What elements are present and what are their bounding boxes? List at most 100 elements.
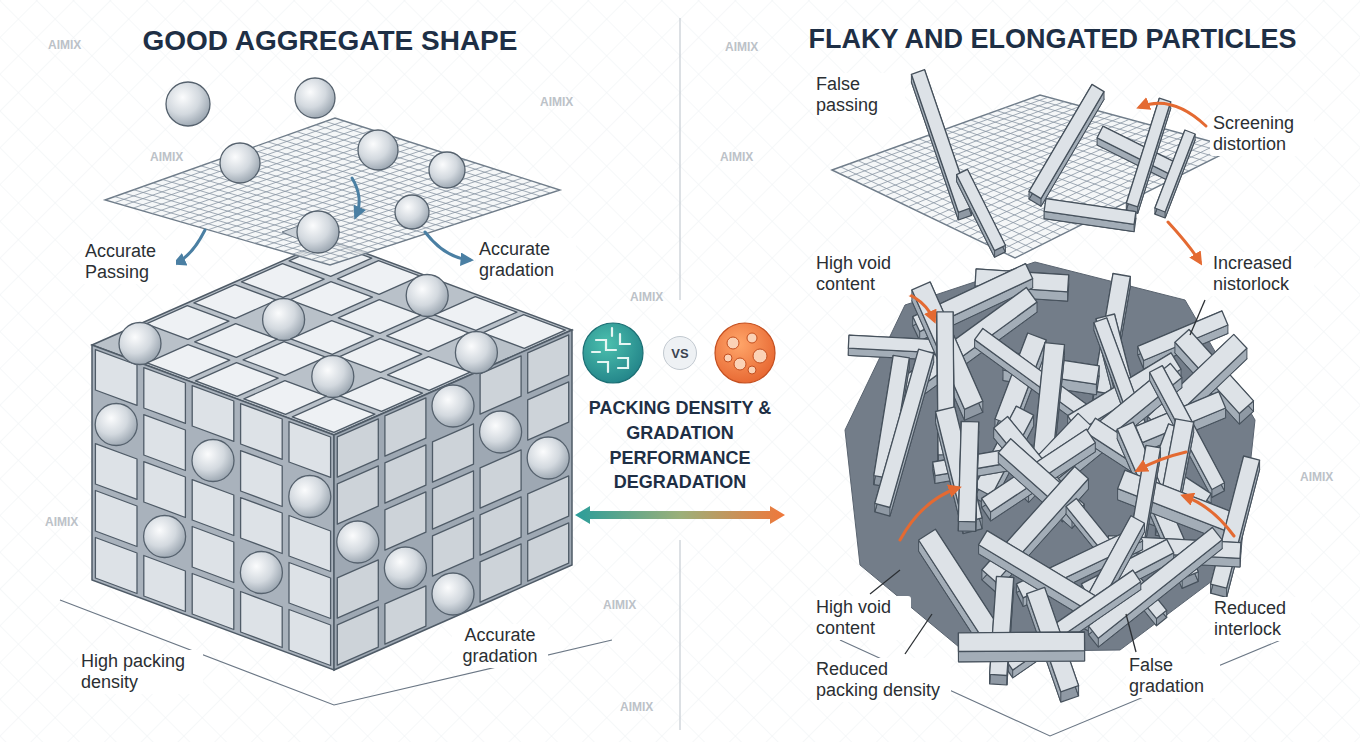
cubic-particle — [480, 544, 521, 602]
watermark: AIMIX — [630, 290, 663, 304]
cubic-particle — [528, 523, 569, 581]
rod-top — [957, 169, 1006, 250]
cubic-particle — [289, 422, 331, 478]
rod-top — [1088, 527, 1222, 638]
screen-wire — [977, 137, 1195, 240]
maze-line — [598, 362, 608, 372]
round-particle — [384, 547, 426, 589]
round-particle — [406, 275, 448, 317]
panel-title: GOOD AGGREGATE SHAPE — [60, 24, 600, 57]
void-dot — [753, 349, 767, 363]
rod-top — [1211, 456, 1260, 588]
void-dot — [734, 358, 746, 370]
divider-line — [679, 540, 680, 730]
rod-top — [1044, 199, 1136, 225]
cubic-particle — [241, 592, 283, 648]
cubic-particle — [95, 444, 137, 500]
round-particle — [455, 332, 497, 374]
cubic-particle — [144, 556, 186, 612]
cubic-particle — [144, 368, 186, 424]
cubic-particle — [289, 563, 331, 619]
cubic-particle — [385, 586, 426, 644]
screen-mesh — [832, 95, 1235, 258]
callout-label: False gradation — [1126, 654, 1220, 698]
rod-top — [875, 349, 934, 507]
callout-label: Accurate gradation — [452, 624, 548, 668]
round-particle — [289, 476, 331, 518]
watermark: AIMIX — [720, 150, 753, 164]
callout-label: Increased nistorlock — [1210, 252, 1314, 296]
cubic-particle — [144, 415, 186, 471]
cubic-particle — [241, 498, 283, 554]
void-dot — [747, 333, 757, 343]
cubic-particle — [144, 462, 186, 518]
callout-arrow — [1168, 222, 1200, 262]
cubic-particle — [292, 399, 375, 433]
leader-line — [1126, 614, 1136, 652]
vs-circle: VS — [663, 336, 697, 370]
round-particle — [192, 440, 234, 482]
screen-wire — [124, 124, 354, 205]
watermark: AIMIX — [45, 515, 78, 529]
rod-top — [1155, 130, 1195, 212]
void-icon — [715, 323, 775, 383]
rod-top — [1029, 84, 1104, 198]
round-particle — [166, 82, 210, 126]
flow-arrow — [425, 232, 470, 260]
cubic-particle — [337, 607, 378, 665]
round-particle — [480, 411, 522, 453]
round-particle — [95, 404, 137, 446]
cube-left-face — [92, 345, 334, 670]
aggregate-cube — [92, 240, 572, 670]
round-particle — [119, 323, 161, 365]
screen-wire — [297, 132, 522, 203]
screen-wire — [133, 127, 363, 208]
round-particle — [144, 516, 186, 558]
maze-line — [618, 358, 628, 368]
void-dot — [748, 366, 756, 374]
callout-label: Accurate Passing — [82, 240, 176, 284]
panel-title: FLAKY AND ELONGATED PARTICLES — [780, 24, 1325, 56]
flow-arrow — [352, 178, 359, 216]
maze-line — [620, 334, 630, 344]
callout-label: High void content — [813, 252, 911, 296]
cubic-particle — [95, 538, 137, 594]
round-particle — [432, 573, 474, 615]
watermark: AIMIX — [725, 40, 758, 54]
round-particle — [220, 143, 260, 183]
rod-top — [958, 632, 1084, 652]
callout-label: Screening distortion — [1210, 112, 1314, 156]
callout-label: High void content — [813, 596, 911, 640]
rod-top — [936, 407, 983, 523]
gradient-arrow — [575, 506, 785, 524]
watermark: AIMIX — [1300, 470, 1333, 484]
callout-arrow — [900, 488, 958, 540]
screen-wire — [316, 125, 541, 196]
cubic-particle — [289, 516, 331, 572]
maze-line — [596, 340, 616, 350]
callout-label: High packing density — [78, 650, 203, 694]
cubic-particle — [192, 527, 234, 583]
callout-arrow — [1138, 452, 1186, 470]
cubic-particle — [433, 518, 474, 576]
round-particle — [240, 552, 282, 594]
round-particle — [358, 130, 398, 170]
round-particle — [263, 299, 305, 341]
center-caption: PACKING DENSITY & GRADATION PERFORMANCE … — [570, 396, 790, 495]
screen-wire — [325, 121, 550, 193]
cubic-particle — [385, 492, 426, 550]
cubic-particle — [289, 610, 331, 666]
rods-on-screen — [911, 70, 1195, 258]
round-particle — [295, 78, 335, 118]
cube-right-face — [334, 330, 572, 670]
callout-arrow — [1140, 103, 1206, 126]
cubic-particle — [192, 386, 234, 442]
maze-line — [592, 351, 600, 353]
leader-line — [1190, 300, 1205, 335]
void-shadow — [845, 262, 1255, 652]
round-particle — [432, 385, 474, 427]
cubic-particle — [337, 466, 378, 524]
cubic-particle — [241, 404, 283, 460]
leader-line — [870, 570, 900, 594]
